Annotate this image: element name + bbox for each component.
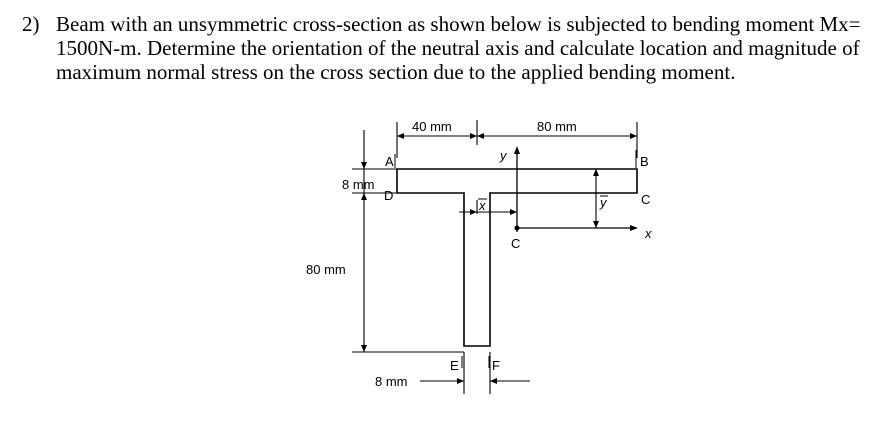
dim-40mm: 40 mm [412,119,452,134]
y-axis-label: y [499,148,508,163]
dim-8mm-flange: 8 mm [342,177,375,192]
x-axis-label: x [644,226,652,241]
problem-text: Beam with an unsymmetric cross-section a… [56,12,861,84]
centroidal-axes [514,146,638,232]
t-section-outline [396,168,638,347]
top-dimension [396,120,638,158]
point-e-label: E [450,358,459,373]
point-a-label: A [385,154,394,169]
dim-80mm-height: 80 mm [306,262,346,277]
ybar-dimension [593,169,599,228]
dim-8mm-web: 8 mm [375,374,408,389]
xbar-dimension [459,200,517,215]
point-b-label: B [640,154,649,169]
point-c-corner-label: C [641,192,650,207]
dim-80mm-top: 80 mm [537,119,577,134]
point-d-label: D [384,188,393,203]
xbar-label: x [478,198,486,213]
ybar-label: y [599,195,608,210]
point-markers [394,150,637,368]
centroid-label: C [511,236,520,251]
problem-number: 2) [22,12,40,36]
bottom-dimension [420,352,530,394]
point-f-label: F [492,358,500,373]
left-dimension [352,130,464,353]
